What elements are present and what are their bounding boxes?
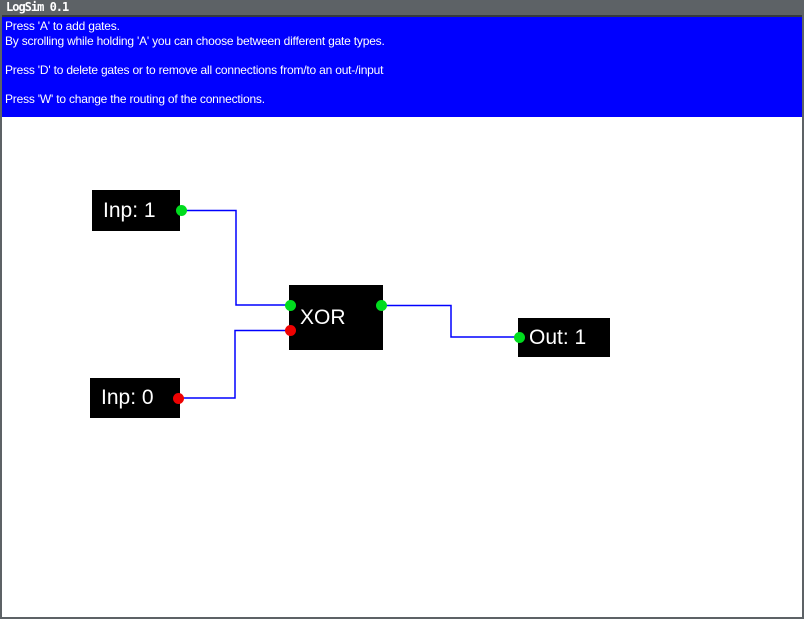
instruction-line: By scrolling while holding 'A' you can c… (5, 33, 385, 48)
instructions-panel: Press 'A' to add gates. By scrolling whi… (2, 17, 802, 117)
gate-input-1[interactable]: Inp: 1 (92, 190, 180, 231)
wire-layer (179, 209, 519, 399)
instruction-line: Press 'A' to add gates. (5, 19, 120, 33)
gate-output-1[interactable]: Out: 1 (518, 318, 610, 357)
gate-label: Inp: 1 (103, 198, 156, 222)
gate-label: Inp: 0 (101, 386, 154, 409)
circuit-canvas[interactable]: Inp: 1 Inp: 0 XOR Out: 1 (2, 117, 802, 617)
port-input0-output[interactable] (173, 392, 184, 404)
gate-xor[interactable]: XOR (289, 285, 383, 350)
gate-input-0[interactable]: Inp: 0 (90, 378, 180, 418)
port-xor-input-top[interactable] (285, 299, 296, 311)
gate-label: Out: 1 (529, 325, 587, 349)
port-xor-output[interactable] (376, 300, 387, 311)
wire-input1-to-xor[interactable] (181, 209, 290, 306)
instruction-line: Press 'W' to change the routing of the c… (5, 91, 265, 106)
gate-label: XOR (300, 305, 346, 329)
title-bar: LogSim 0.1 (2, 0, 802, 17)
instruction-line (5, 48, 798, 63)
instruction-line (5, 77, 798, 92)
port-output1-input[interactable] (514, 331, 525, 343)
window-title: LogSim 0.1 (6, 0, 69, 14)
port-xor-input-bottom[interactable] (285, 325, 296, 336)
instruction-line: Press 'D' to delete gates or to remove a… (5, 62, 384, 77)
wire-xor-to-output[interactable] (382, 304, 519, 338)
wire-input0-to-xor[interactable] (179, 329, 290, 399)
port-input1-output[interactable] (175, 205, 187, 216)
